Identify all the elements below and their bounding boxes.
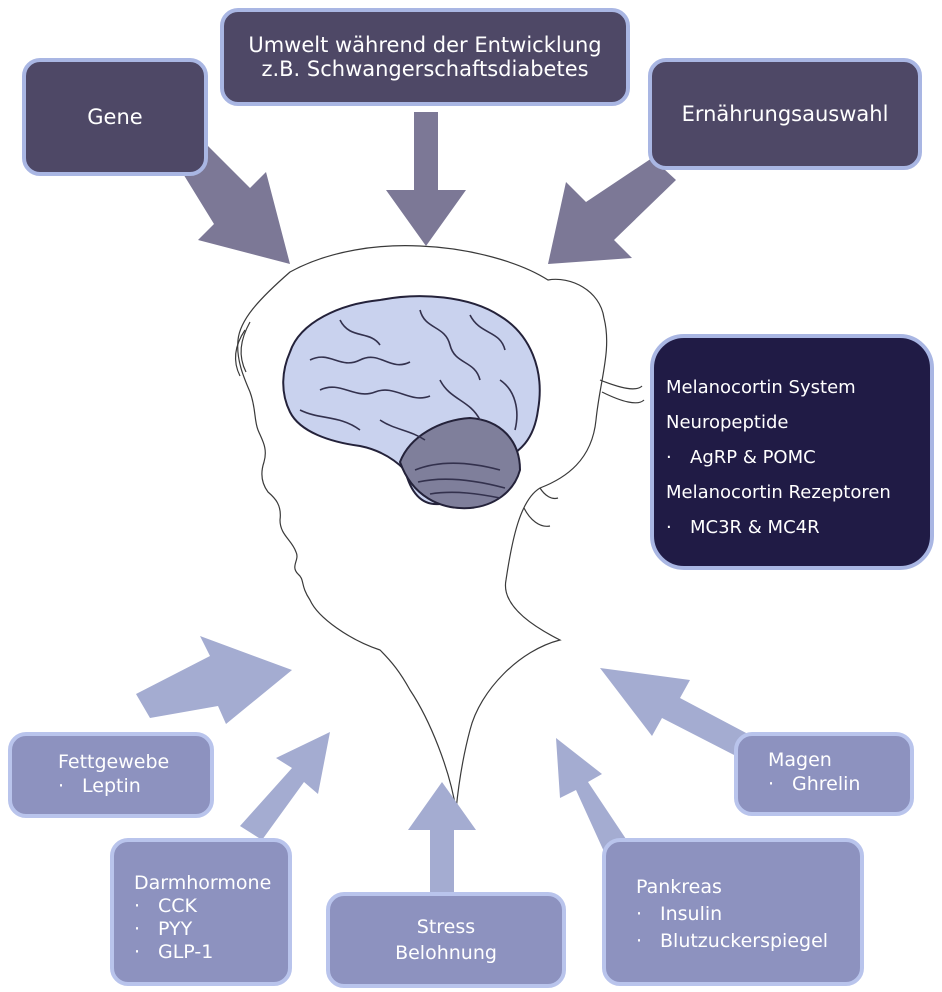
fettgewebe-box: Fettgewebe Leptin xyxy=(8,732,214,818)
rezeptoren-label: Melanocortin Rezeptoren xyxy=(666,482,891,503)
magen-title: Magen xyxy=(768,749,832,771)
umwelt-line-2: z.B. Schwangerschaftsdiabetes xyxy=(261,57,589,81)
arrow-gene xyxy=(182,146,290,264)
ernaehrung-box: Ernährungsauswahl xyxy=(648,58,922,170)
belohnung-label: Belohnung xyxy=(395,942,497,964)
melanocortin-title: Melanocortin System xyxy=(666,377,856,398)
gene-box: Gene xyxy=(22,58,208,176)
magen-item: Ghrelin xyxy=(768,772,910,796)
neuropeptide-label: Neuropeptide xyxy=(666,412,789,433)
head-silhouette xyxy=(234,245,645,811)
darmhormone-item-pyy: PYY xyxy=(134,918,288,941)
input-arrows-top xyxy=(182,112,676,264)
brain-icon xyxy=(282,295,541,510)
magen-box: Magen Ghrelin xyxy=(734,732,914,816)
fettgewebe-item: Leptin xyxy=(58,774,210,798)
darmhormone-title: Darmhormone xyxy=(134,872,272,894)
fettgewebe-title: Fettgewebe xyxy=(58,751,170,773)
input-arrows-bottom xyxy=(136,636,748,894)
pankreas-box: Pankreas Insulin Blutzuckerspiegel xyxy=(602,838,864,986)
pankreas-title: Pankreas xyxy=(636,876,722,898)
neuropeptide-item: AgRP & POMC xyxy=(666,440,930,475)
arrow-fettgewebe xyxy=(136,636,292,724)
darmhormone-box: Darmhormone CCK PYY GLP-1 xyxy=(110,838,292,986)
stress-label: Stress xyxy=(416,916,476,938)
arrow-stress xyxy=(408,782,476,894)
umwelt-box: Umwelt während der Entwicklung z.B. Schw… xyxy=(220,8,630,106)
arrow-ernaehrung xyxy=(548,158,676,264)
stress-box: Stress Belohnung xyxy=(326,892,566,988)
gene-label: Gene xyxy=(87,105,143,129)
darmhormone-item-glp1: GLP-1 xyxy=(134,941,288,964)
melanocortin-box: Melanocortin System Neuropeptide AgRP & … xyxy=(650,334,934,570)
darmhormone-item-cck: CCK xyxy=(134,895,288,918)
umwelt-line-1: Umwelt während der Entwicklung xyxy=(248,33,602,57)
rezeptoren-item: MC3R & MC4R xyxy=(666,510,930,545)
arrow-darmhormone xyxy=(240,732,330,840)
pankreas-item-insulin: Insulin xyxy=(636,901,860,928)
pankreas-item-blutzucker: Blutzuckerspiegel xyxy=(636,928,860,955)
arrow-pankreas xyxy=(556,738,628,856)
arrow-umwelt xyxy=(386,112,466,246)
arrow-magen xyxy=(600,668,748,756)
ernaehrung-label: Ernährungsauswahl xyxy=(681,102,889,126)
